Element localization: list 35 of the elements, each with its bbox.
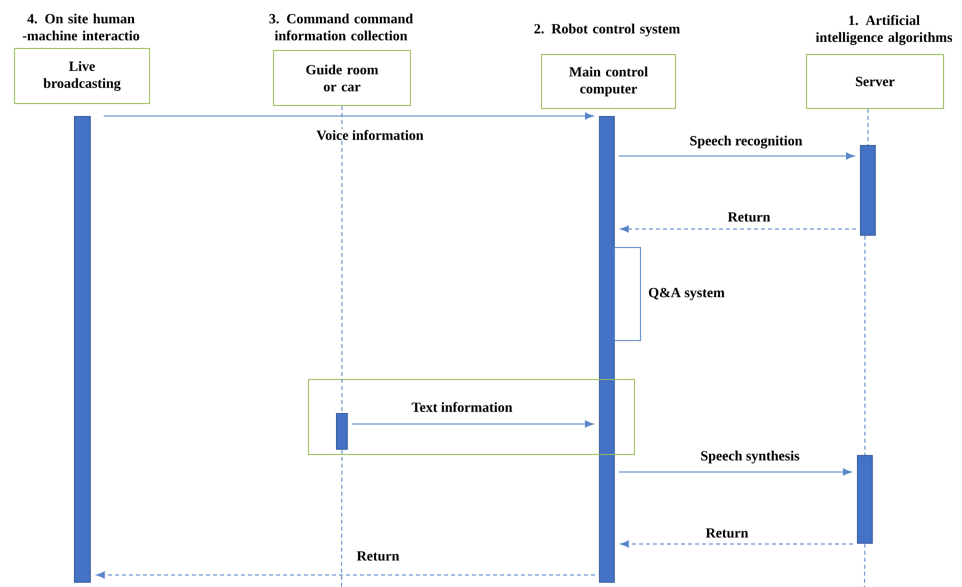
loop-bracket	[614, 247, 641, 341]
participant-box: Live broadcasting	[14, 48, 150, 104]
edge-label: Speech recognition	[688, 134, 804, 150]
heading: 1. Artificial intelligence algorithms	[816, 15, 952, 45]
activation-bar	[74, 116, 91, 583]
activation-bar	[860, 145, 876, 236]
edge-label: Return	[356, 550, 400, 562]
frame-box	[308, 379, 635, 455]
message-arrow	[618, 152, 855, 160]
message-arrow	[103, 112, 594, 120]
participant-box: Server	[806, 54, 944, 109]
lifeline	[864, 235, 866, 456]
return-arrow	[620, 225, 856, 233]
return-arrow	[96, 571, 596, 579]
lifeline	[341, 106, 342, 414]
participant-box: Main control computer	[541, 54, 676, 109]
activation-bar	[336, 413, 348, 450]
return-arrow	[620, 540, 854, 548]
edge-label: Text information	[410, 401, 514, 413]
edge-label: Return	[726, 211, 772, 223]
heading: 3. Command command information collection	[269, 14, 413, 40]
heading: 4. On site human -machine interactio	[22, 14, 140, 40]
participant-box: Guide room or car	[273, 50, 411, 106]
message-arrow	[618, 468, 852, 476]
side-label: Q&A system	[648, 288, 725, 300]
lifeline	[867, 108, 868, 146]
edge-label: Voice information	[315, 128, 425, 142]
heading: 2. Robot control system	[534, 24, 680, 36]
lifeline	[341, 449, 342, 587]
edge-label: Return	[704, 527, 750, 539]
edge-label: Speech synthesis	[699, 450, 801, 464]
activation-bar	[857, 455, 873, 544]
lifeline	[864, 543, 866, 587]
activation-bar	[599, 116, 615, 583]
message-arrow	[351, 420, 594, 428]
